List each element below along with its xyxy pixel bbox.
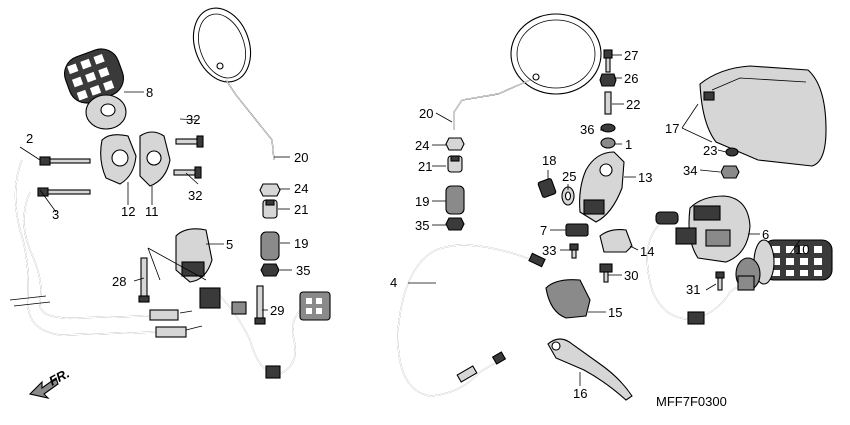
cable-adjusters — [37, 156, 91, 197]
right-switch-housing — [655, 195, 751, 263]
handlebar-cover-17 — [699, 65, 827, 167]
callout-18: 18 — [542, 153, 556, 168]
screw-32-bottom — [173, 166, 202, 179]
callout-22: 22 — [626, 97, 640, 112]
right-switch-wiring — [646, 225, 755, 325]
left-switch-wiring — [199, 287, 331, 379]
left-switch-housing — [147, 228, 213, 283]
screw-32-top — [175, 135, 204, 148]
diagram-code: MFF7F0300 — [656, 394, 727, 409]
nut-34 — [720, 165, 740, 179]
left-mirror — [192, 7, 275, 161]
left-parts-stack — [259, 183, 281, 277]
callout-31: 31 — [686, 282, 700, 297]
callout-11: 11 — [145, 204, 159, 219]
callout-10: 10 — [795, 242, 809, 257]
callout-1: 1 — [625, 137, 632, 152]
bolt-30 — [599, 263, 613, 283]
callout-8: 8 — [146, 85, 153, 100]
screw-28 — [138, 257, 150, 303]
callout-21-left: 21 — [294, 202, 308, 217]
callout-6: 6 — [762, 227, 769, 242]
screw-29 — [254, 285, 266, 325]
callout-13: 13 — [638, 170, 652, 185]
callout-24-left: 24 — [294, 181, 308, 196]
screw-31 — [715, 271, 725, 291]
screw-33 — [569, 243, 579, 259]
lever-pivot-stack — [599, 49, 617, 149]
cover-15 — [545, 279, 591, 319]
callout-30: 30 — [624, 268, 638, 283]
callout-3: 3 — [52, 207, 59, 222]
leaders-right — [408, 54, 801, 386]
callout-29: 29 — [270, 303, 284, 318]
callout-35-left: 35 — [296, 263, 310, 278]
clutch-lever-bracket — [579, 151, 625, 223]
callout-21-right: 21 — [418, 159, 432, 174]
holder-14 — [599, 229, 633, 253]
callout-15: 15 — [608, 305, 622, 320]
callout-19-left: 19 — [294, 236, 308, 251]
callout-36: 36 — [580, 122, 594, 137]
callout-28: 28 — [112, 274, 126, 289]
callout-25: 25 — [562, 169, 576, 184]
callout-24-right: 24 — [415, 138, 429, 153]
callout-16: 16 — [573, 386, 587, 401]
callout-5: 5 — [226, 237, 233, 252]
callout-26: 26 — [624, 71, 638, 86]
adjuster-18 — [537, 178, 557, 198]
callout-17: 17 — [665, 121, 679, 136]
callout-14: 14 — [640, 244, 654, 259]
callout-20-right: 20 — [419, 106, 433, 121]
clutch-lever-16 — [547, 338, 633, 401]
clutch-cable-4 — [397, 244, 546, 397]
callout-19-right: 19 — [415, 194, 429, 209]
right-parts-stack — [445, 137, 465, 231]
callouts-right: 20 24 21 19 35 27 26 22 36 1 13 18 25 7 … — [390, 48, 809, 409]
leaders-left — [19, 91, 292, 311]
callout-20-left: 20 — [294, 150, 308, 165]
callout-32-top: 32 — [186, 112, 200, 127]
front-direction-arrow — [28, 377, 59, 399]
callout-35-right: 35 — [415, 218, 429, 233]
throttle-housing — [100, 131, 171, 187]
clutch-switch-7 — [565, 223, 589, 237]
callout-32-bottom: 32 — [188, 188, 202, 203]
callouts-left: 8 32 32 2 3 12 11 5 28 29 20 24 21 19 35… — [26, 85, 310, 389]
screw-23 — [725, 147, 739, 157]
left-grip — [64, 48, 127, 130]
callout-12: 12 — [121, 204, 135, 219]
throttle-cables — [9, 159, 203, 338]
callout-7: 7 — [540, 223, 547, 238]
callout-2: 2 — [26, 131, 33, 146]
right-mirror — [453, 13, 602, 130]
callout-33: 33 — [542, 243, 556, 258]
callout-23: 23 — [703, 143, 717, 158]
callout-4: 4 — [390, 275, 397, 290]
callout-27: 27 — [624, 48, 638, 63]
callout-34: 34 — [683, 163, 697, 178]
